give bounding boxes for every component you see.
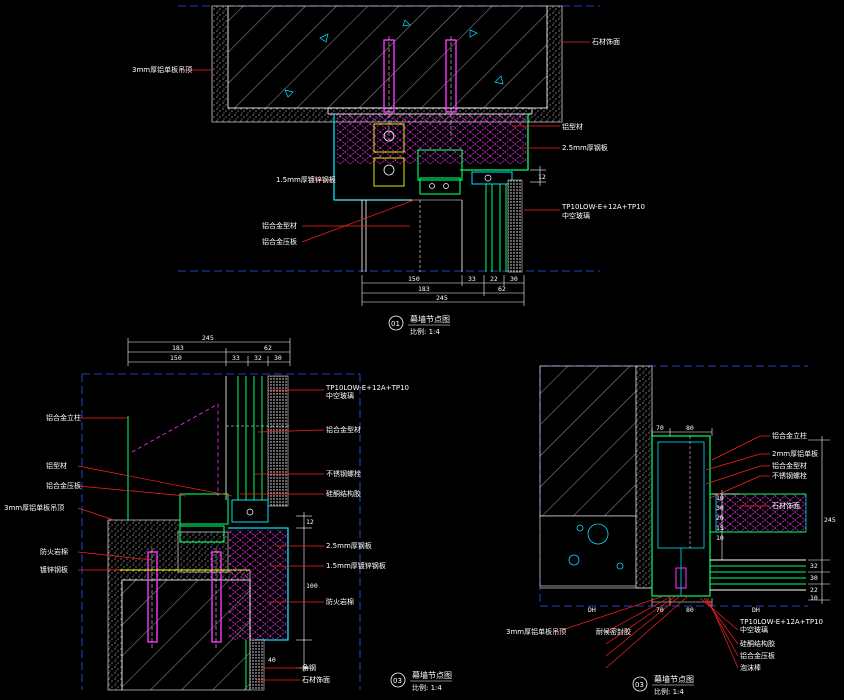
d3-label-r1: 铝合金立柱: [772, 431, 807, 440]
d1-dim-30: 30: [510, 275, 518, 283]
d3-number: 03: [635, 681, 644, 689]
d2-dim-150: 150: [170, 354, 182, 362]
d2-label-r5: 1.5mm厚镀锌钢板: [326, 561, 386, 570]
d1-dim-150: 150: [408, 275, 420, 283]
d1-scale: 比例: 1:4: [410, 327, 440, 336]
d2-label-l5: 镀锌钢板: [40, 565, 68, 574]
d3-axis-right: DH: [752, 606, 760, 614]
d1-dim-183: 183: [418, 285, 430, 293]
d2-label-l1: 铝型材: [46, 461, 67, 470]
d3-label-spec: TP10LOW-E+12A+TP10: [739, 618, 823, 626]
d3-dim-b32: 32: [810, 562, 818, 570]
d3-axis-left: DH: [588, 606, 596, 614]
d2-dim-33: 33: [232, 354, 240, 362]
d3-label-b3: 泡沫棒: [740, 663, 761, 672]
d2-dim-40: 40: [268, 656, 276, 664]
d3-dim-top-80: 80: [686, 424, 694, 432]
d3-dim-bottom-80: 80: [686, 606, 694, 614]
d2-dim-62: 62: [264, 344, 272, 352]
d3-label-r4: 不锈钢螺栓: [772, 471, 807, 480]
d1-label-glass-spec2: 中空玻璃: [562, 211, 590, 220]
d3-scale: 比例: 1:4: [654, 687, 684, 696]
d2-label-r7: 角钢: [302, 663, 316, 672]
d1-label-ceiling: 3mm厚铝单板吊顶: [132, 65, 192, 74]
d2-dim-32: 32: [254, 354, 262, 362]
d3-label-r5: 石材饰面: [772, 501, 800, 510]
d3-title-block: 03 幕墙节点图 比例: 1:4: [632, 674, 694, 696]
d1-label-profile: 铝型材: [562, 122, 583, 131]
d3-label-r3: 铝合金型材: [772, 461, 807, 470]
d2-title: 幕墙节点图: [412, 670, 452, 680]
d3-label-b1: 硅酮结构胶: [740, 639, 775, 648]
d3-label-spec2: 中空玻璃: [740, 625, 768, 634]
d3-dim-total-245: 245: [824, 516, 836, 524]
d2-dim-245: 245: [202, 334, 214, 342]
d2-number: 03: [393, 677, 402, 685]
d2-dim-12: 12: [306, 518, 314, 526]
d1-dim-62: 62: [498, 285, 506, 293]
d2-label-glass-spec: TP10LOW-E+12A+TP10: [325, 384, 409, 392]
d1-label-steel-plate: 2.5mm厚钢板: [562, 143, 608, 152]
d2-label-r4: 2.5mm厚钢板: [326, 541, 372, 550]
d3-dim-mid-15: 15: [716, 524, 724, 532]
d2-label-l4: 防火岩棉: [40, 547, 68, 556]
d3-label-b5: 3mm厚铝单板吊顶: [506, 627, 566, 636]
d1-label-pressure-plate: 铝合金压板: [262, 237, 297, 246]
d1-title-block: 01 幕墙节点图 比例: 1:4: [388, 314, 450, 336]
d1-title: 幕墙节点图: [410, 314, 450, 324]
d2-label-axis: 铝合金立柱: [46, 413, 81, 422]
detail-02: [77, 338, 361, 691]
d3-dim-mid-20: 20: [716, 514, 724, 522]
d1-label-alu-profile: 铝合金型材: [262, 221, 297, 230]
d3-title: 幕墙节点图: [654, 674, 694, 684]
d2-label-r3: 硅酮结构胶: [326, 489, 361, 498]
d1-label-stone: 石材饰面: [592, 37, 620, 46]
d2-label-r1: 铝合金型材: [326, 425, 361, 434]
d2-label-r6: 防火岩棉: [326, 597, 354, 606]
d1-label-galv-plate: 1.5mm厚镀锌钢板: [276, 175, 336, 184]
d3-label-r2: 2mm厚铝单板: [772, 449, 818, 458]
d3-dim-b10: 10: [810, 594, 818, 602]
d2-label-r2: 不锈钢螺栓: [326, 469, 361, 478]
d3-dim-bottom-70: 70: [656, 606, 664, 614]
d3-label-b4: 耐候密封胶: [596, 627, 631, 636]
d1-dim-12: 12: [538, 173, 546, 181]
d3-dim-mid-30: 30: [716, 504, 724, 512]
d2-title-block: 03 幕墙节点图 比例: 1:4: [390, 670, 452, 692]
d1-dim-33: 33: [468, 275, 476, 283]
d2-label-glass-spec2: 中空玻璃: [326, 391, 354, 400]
detail-03: [539, 365, 830, 669]
d3-dim-mid-10: 10: [716, 494, 724, 502]
d2-label-l2: 铝合金压板: [46, 481, 81, 490]
d2-dim-183: 183: [172, 344, 184, 352]
d2-scale: 比例: 1:4: [412, 683, 442, 692]
d1-number: 01: [391, 320, 400, 328]
d3-dim-b22: 22: [810, 586, 818, 594]
d3-dim-top-70: 70: [656, 424, 664, 432]
d3-dim-mid-10b: 10: [716, 534, 724, 542]
d3-label-b2: 铝合金压板: [740, 651, 775, 660]
d1-dim-245: 245: [436, 294, 448, 302]
d3-dim-b30: 30: [810, 574, 818, 582]
d2-label-r8: 石材饰面: [302, 675, 330, 684]
d2-dim-100: 100: [306, 582, 318, 590]
detail-01: [178, 5, 600, 306]
d2-label-l3: 3mm厚铝单板吊顶: [4, 503, 64, 512]
d2-dim-30: 30: [274, 354, 282, 362]
d1-label-glass-spec: TP10LOW-E+12A+TP10: [561, 203, 645, 211]
d1-dim-22: 22: [490, 275, 498, 283]
